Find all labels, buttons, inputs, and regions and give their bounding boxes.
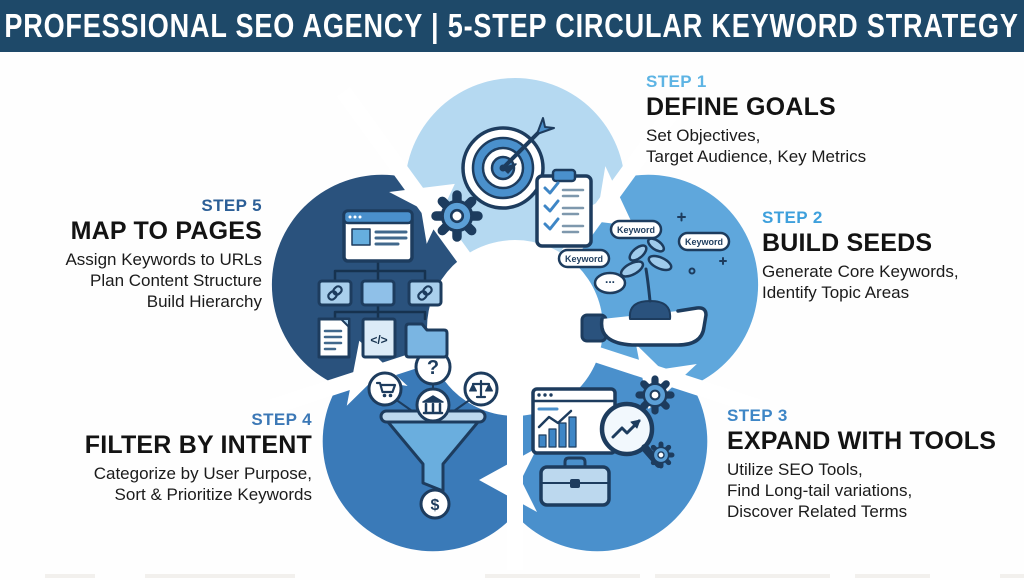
segment-gap (270, 345, 442, 416)
step-description-line: Target Audience, Key Metrics (646, 147, 867, 167)
step-description-line: Categorize by User Purpose, (93, 464, 312, 483)
cart-bubble-icon (367, 371, 403, 407)
page-title: PROFESSIONAL SEO AGENCY | 5-STEP CIRCULA… (4, 7, 1020, 44)
dart-icon (501, 117, 555, 174)
step-title: FILTER BY INTENT (84, 431, 312, 459)
dollar-coin-icon: $ (419, 488, 451, 520)
step-description-line: Generate Core Keywords, (762, 262, 959, 281)
step-label: STEP 3 (727, 406, 788, 425)
step-label: STEP 4 (251, 410, 312, 429)
document-icon (317, 317, 351, 359)
footer-strip-block (855, 574, 930, 578)
speech-bubble-icon (557, 248, 611, 269)
footer-strip-block (1000, 574, 1024, 578)
svg-text:?: ? (427, 357, 439, 379)
svg-text:</>: </> (370, 333, 387, 347)
link-node-icon (407, 279, 443, 307)
footer-strip-block (485, 574, 640, 578)
step-2-block: STEP 2 BUILD SEEDS Generate Core Keyword… (762, 208, 959, 303)
step-description-line: Discover Related Terms (727, 502, 908, 522)
step-description-line: Set Objectives, (646, 126, 761, 145)
svg-text:Keyword: Keyword (685, 237, 723, 247)
expand-tools-icons (531, 379, 672, 507)
center-hole (427, 240, 603, 416)
step-description-line: Assign Keywords to URLs (65, 250, 262, 269)
gear-icon (639, 379, 671, 411)
sparkle-icon (677, 212, 727, 265)
cycle-arrow-icon (479, 448, 537, 512)
step-5-block: STEP 5 MAP TO PAGES Assign Keywords to U… (65, 196, 262, 312)
code-file-icon: </> (361, 317, 397, 359)
step-description-line: Identify Topic Areas (762, 283, 910, 303)
analytics-window-icon (531, 387, 617, 455)
define-goals-icons (436, 117, 593, 248)
sitemap-lines (333, 259, 427, 321)
bank-bubble-icon (415, 387, 451, 423)
dots-bubble-icon (593, 271, 627, 295)
step-label: STEP 5 (201, 196, 262, 215)
segment-gap (336, 87, 475, 269)
hand-plant-icon (580, 237, 708, 347)
gear-icon (650, 444, 672, 466)
trend-line (537, 409, 573, 429)
step-4-block: STEP 4 FILTER BY INTENT Categorize by Us… (85, 410, 312, 505)
footer-strip-block (45, 574, 95, 578)
build-seeds-icons: Keyword Keyword Keyword ... (557, 212, 731, 347)
step-title: MAP TO PAGES (70, 217, 262, 245)
step-description-line: Find Long-tail variations, (727, 481, 913, 501)
step-description-line: Build Hierarchy (146, 292, 262, 312)
bar-chart-icon (538, 416, 577, 448)
gear-icon (436, 195, 478, 237)
briefcase-icon (539, 456, 611, 507)
footer-strip-block (655, 574, 830, 578)
scales-bubble-icon (463, 371, 499, 407)
svg-text:Keyword: Keyword (565, 254, 603, 264)
step-3-block: STEP 3 EXPAND WITH TOOLS Utilize SEO Too… (727, 406, 996, 522)
link-node-icon (317, 279, 353, 307)
page-node-icon (360, 279, 396, 307)
svg-text:Keyword: Keyword (617, 225, 655, 235)
sitemap-browser-icon (342, 209, 414, 263)
keyword-bubbles: Keyword Keyword Keyword ... (557, 212, 731, 295)
step-description-line: Sort & Prioritize Keywords (114, 485, 312, 505)
step-label: STEP 1 (646, 72, 707, 91)
speech-bubble-icon (677, 231, 731, 252)
svg-text:...: ... (605, 272, 615, 286)
cycle-diagram: Keyword Keyword Keyword ... (270, 78, 760, 570)
svg-text:$: $ (431, 497, 440, 514)
plant-icon (619, 237, 673, 303)
clipboard-checklist-icon (535, 168, 593, 248)
step-title: EXPAND WITH TOOLS (727, 427, 997, 455)
folder-icon (404, 322, 449, 359)
title-banner: PROFESSIONAL SEO AGENCY | 5-STEP CIRCULA… (0, 0, 1024, 52)
step-title: BUILD SEEDS (762, 229, 933, 257)
footer-strip-block (145, 574, 295, 578)
step-label: STEP 2 (762, 208, 823, 227)
map-pages-icons: </> (317, 209, 449, 359)
step-description-line: Utilize SEO Tools, (727, 460, 863, 479)
step-title: DEFINE GOALS (646, 93, 836, 121)
segment-gap (588, 345, 760, 416)
step-description-line: Plan Content Structure (90, 271, 262, 291)
hand-icon (599, 306, 708, 347)
step-1-block: STEP 1 DEFINE GOALS Set Objectives, Targ… (646, 72, 866, 167)
soil-mound (628, 300, 672, 320)
speech-bubble-icon (609, 219, 663, 240)
